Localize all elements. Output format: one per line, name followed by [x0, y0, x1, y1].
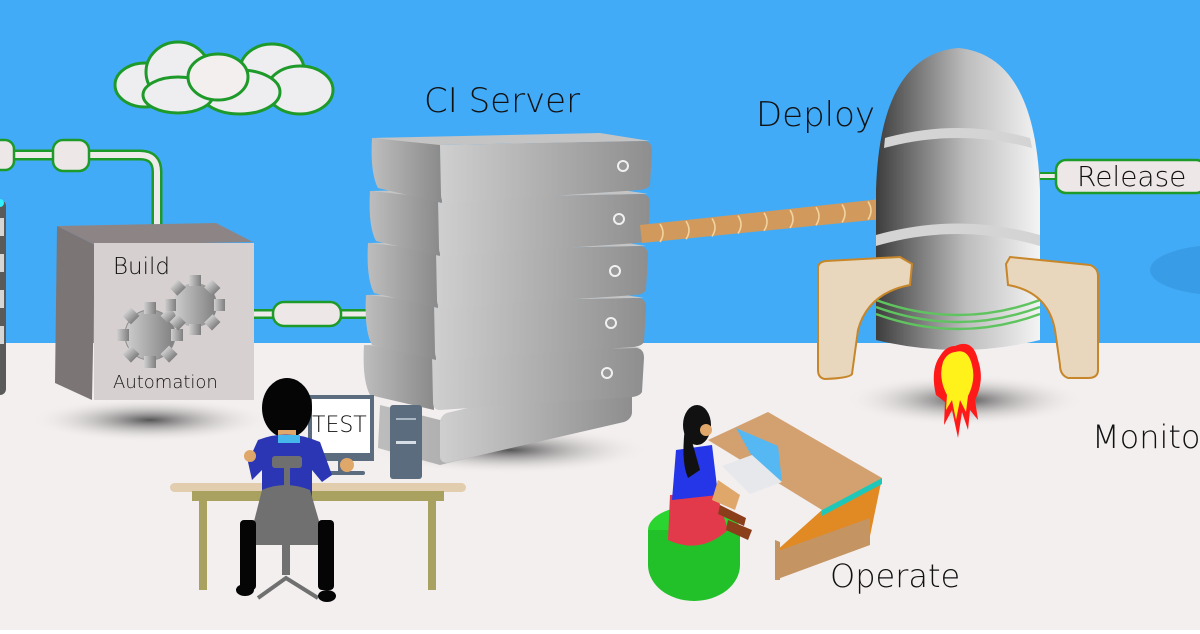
- rope-ring: [841, 203, 846, 223]
- rope-ring: [659, 223, 664, 243]
- test-screen-label: TEST: [312, 413, 367, 438]
- rocket-icon: [817, 48, 1099, 381]
- tester-workstation: [170, 395, 466, 590]
- monitor-label: Monito: [1092, 418, 1200, 456]
- server-unit: [371, 133, 652, 203]
- rope-ring: [789, 209, 794, 229]
- operate-label: Operate: [830, 557, 961, 595]
- release-label: Release: [1077, 160, 1187, 193]
- server-led-icon: [609, 265, 621, 277]
- cloud-icon: [113, 40, 335, 116]
- server-led-icon: [605, 317, 617, 329]
- automation-label: Automation: [113, 372, 218, 393]
- server-units: [363, 133, 652, 410]
- server-led-icon: [601, 367, 613, 379]
- ci-server-label: CI Server: [424, 81, 581, 121]
- database-icon: [0, 199, 6, 395]
- rope-ring: [737, 215, 742, 235]
- rope-ring: [711, 217, 716, 237]
- rope-ring: [867, 201, 872, 221]
- release-tag: [1040, 158, 1200, 195]
- rope-ring: [763, 212, 768, 232]
- rope-ring: [685, 220, 690, 240]
- server-led-icon: [617, 160, 629, 172]
- pipe-build-to-server: [250, 300, 385, 328]
- build-label: Build: [113, 254, 171, 280]
- tester-person: [236, 378, 354, 602]
- build-shadow: [30, 398, 270, 442]
- flame-icon: [933, 343, 981, 438]
- rope-ring: [815, 206, 820, 226]
- operator-workstation: [708, 412, 882, 580]
- background-blur: [1150, 246, 1200, 294]
- server-led-icon: [613, 213, 625, 225]
- deploy-label: Deploy: [756, 95, 876, 135]
- pipe-top: [0, 138, 163, 232]
- operator-person: [648, 405, 752, 601]
